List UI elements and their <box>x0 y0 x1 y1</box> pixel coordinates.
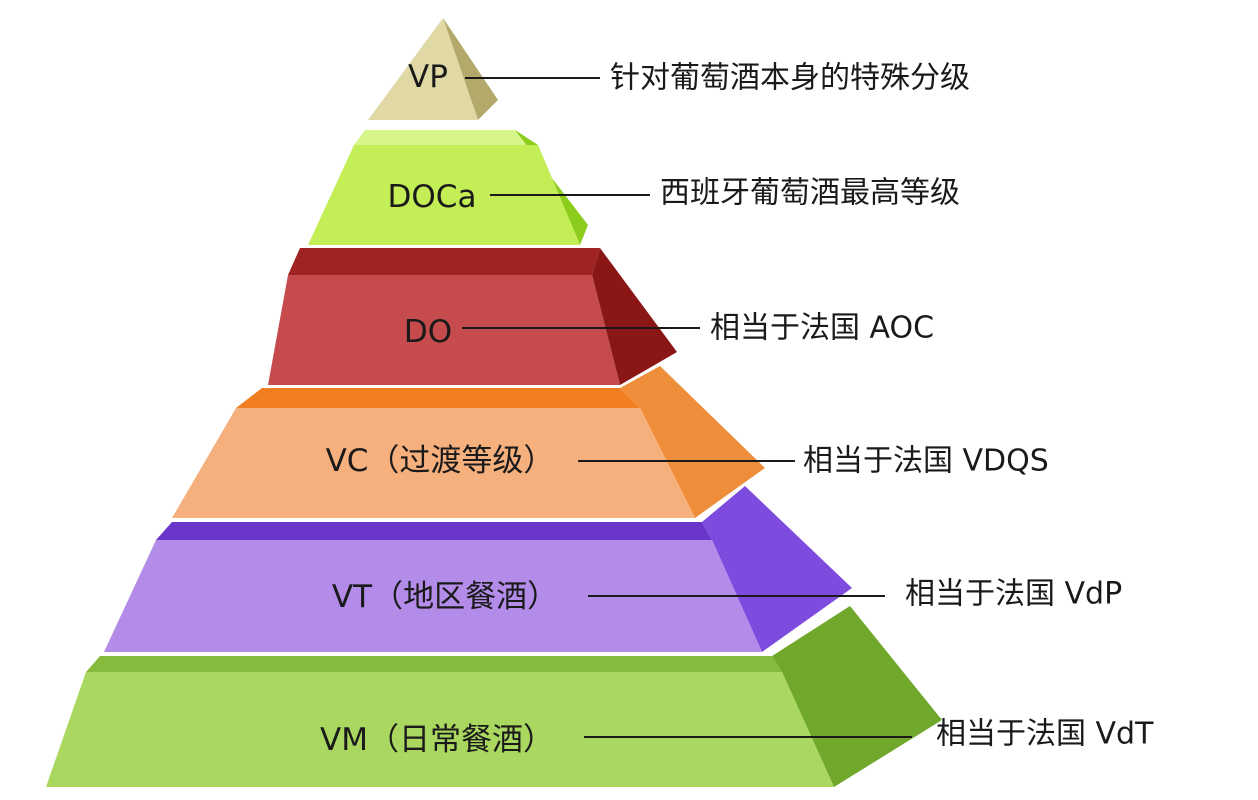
tier-vm-front <box>46 672 834 787</box>
tier-vm-description: 相当于法国 VdT <box>936 717 1154 752</box>
tier-vc-front <box>172 408 695 518</box>
tier-vm-label: VM（日常餐酒） <box>320 722 554 758</box>
tier-vm-side <box>772 606 942 787</box>
tier-doca-description: 西班牙葡萄酒最高等级 <box>660 176 960 211</box>
tier-vt-label: VT（地区餐酒） <box>332 579 558 615</box>
tier-vc: VC（过渡等级） 相当于法国 VDQS <box>172 366 1049 518</box>
tier-vt-top <box>156 522 712 540</box>
tier-vp-label: VP <box>408 59 448 95</box>
tier-vc-description: 相当于法国 VDQS <box>803 444 1049 479</box>
tier-do: DO 相当于法国 AOC <box>268 248 934 385</box>
tier-vp-front <box>368 18 478 120</box>
tier-vt: VT（地区餐酒） 相当于法国 VdP <box>104 486 1122 652</box>
tier-vm: VM（日常餐酒） 相当于法国 VdT <box>46 606 1154 787</box>
tier-vt-side <box>702 486 852 652</box>
tier-vp-description: 针对葡萄酒本身的特殊分级 <box>610 61 970 96</box>
tier-do-description: 相当于法国 AOC <box>710 311 934 346</box>
tier-do-top <box>288 248 600 275</box>
tier-vp: VP 针对葡萄酒本身的特殊分级 <box>368 18 970 120</box>
tier-vt-front <box>104 540 762 652</box>
tier-vt-description: 相当于法国 VdP <box>905 577 1122 612</box>
tier-doca-label: DOCa <box>388 179 477 215</box>
tier-doca-front <box>308 145 580 245</box>
tier-vc-label: VC（过渡等级） <box>326 443 555 479</box>
tier-doca-side <box>515 130 588 245</box>
tier-vp-side <box>443 18 498 120</box>
tier-vc-top <box>236 388 640 408</box>
tier-vc-side <box>620 366 765 518</box>
tier-doca: DOCa 西班牙葡萄酒最高等级 <box>308 130 960 245</box>
tier-do-label: DO <box>404 314 452 350</box>
tier-doca-top <box>354 130 538 145</box>
tier-do-side <box>592 248 677 385</box>
tier-vm-top <box>86 656 782 672</box>
tier-do-front <box>268 275 620 385</box>
